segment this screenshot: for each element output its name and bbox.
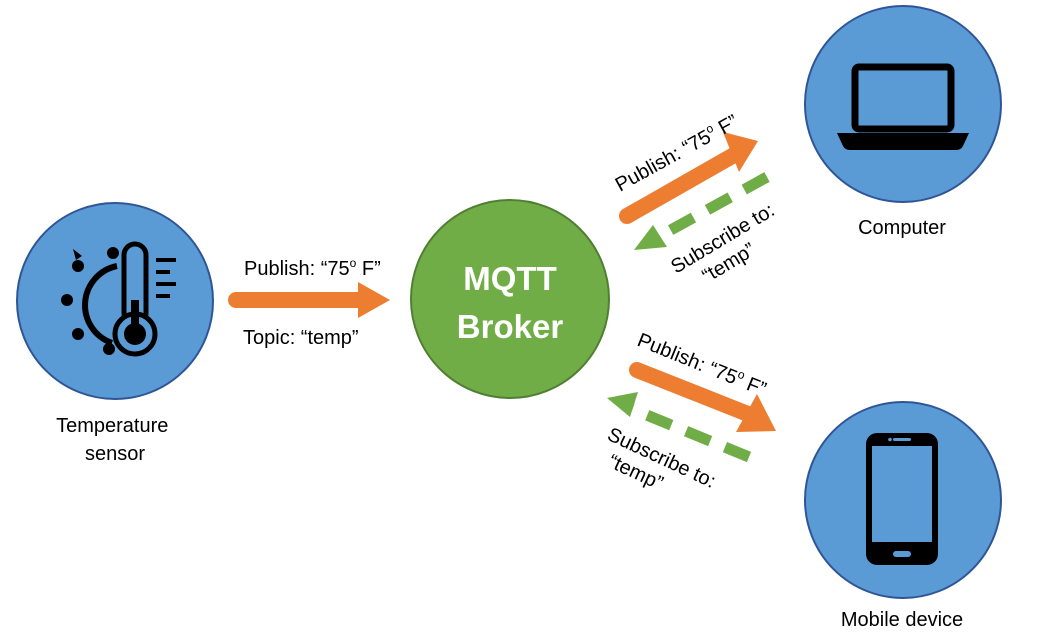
sensor-publish-arrow — [228, 282, 390, 318]
broker-title-line2: Broker — [457, 308, 564, 345]
sensor-publish-label: Publish: “75o F” — [244, 256, 381, 280]
mobile-subscribe-arrow — [607, 392, 752, 463]
sensor-circle — [16, 202, 214, 400]
computer-label: Computer — [858, 217, 946, 239]
sensor-label-line1: Temperature — [56, 415, 168, 437]
sensor-label-line2: sensor — [85, 443, 145, 465]
smartphone-icon — [866, 433, 938, 565]
broker-title-line1: MQTT — [463, 260, 556, 297]
computer-node: Computer — [804, 5, 1002, 239]
broker-circle — [410, 199, 610, 399]
mobile-label: Mobile device — [841, 609, 963, 631]
mobile-publish-arrow — [629, 362, 776, 432]
sensor-topic-label: Topic: “temp” — [243, 327, 359, 349]
computer-publish-arrow — [619, 132, 758, 224]
laptop-icon — [837, 63, 969, 150]
thermometer-sun-icon — [61, 241, 176, 357]
sensor-label: Temperature sensor — [56, 415, 174, 465]
mobile-device-node: Mobile device — [804, 401, 1002, 631]
computer-subscribe-label: Subscribe to: “temp” — [667, 196, 796, 298]
temperature-sensor-node: Temperature sensor — [16, 202, 214, 465]
mqtt-broker-node: MQTT Broker — [410, 199, 610, 399]
computer-subscribe-arrow — [634, 172, 770, 250]
